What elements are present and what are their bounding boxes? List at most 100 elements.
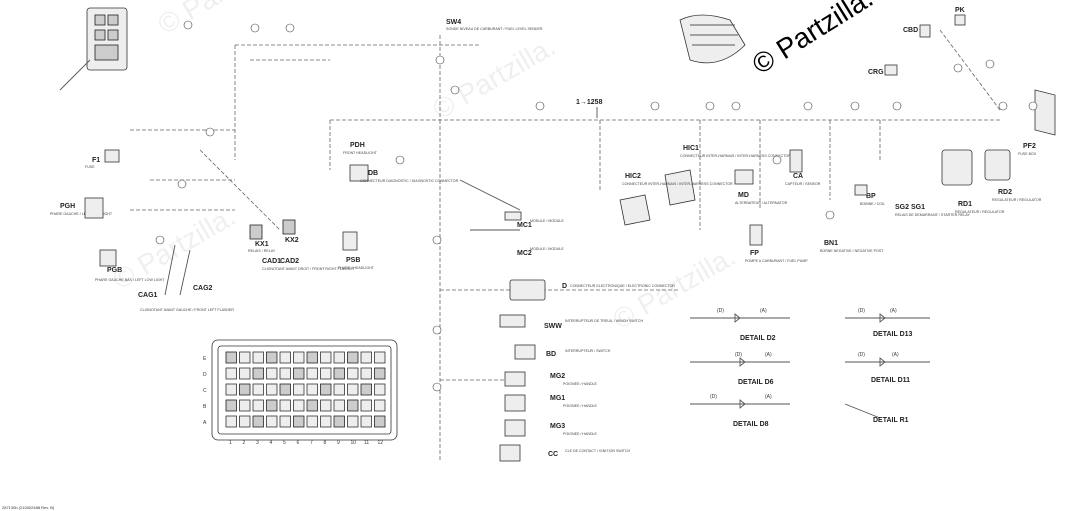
detail-d8-sub: (D) [710,394,717,400]
fuse-slot [239,351,251,364]
connector-mg2-desc: POIGNEE / HANDLE [563,382,598,386]
fuse-slot [360,383,372,396]
connector-ca-desc: CAPTEUR / SENSOR [785,182,821,186]
connector-f1-code: F1 [92,157,100,164]
main-wire-label: 1→1258 [576,99,603,106]
connector-mc2: MC2 MODULE / MODULE [517,247,564,257]
watermark-faint-1: © Partzilla. [153,0,286,40]
detail-d2: (D) (A) DETAIL D2 [690,308,790,342]
connector-pf2-desc: FUSE BOX [1018,152,1037,156]
detail-d11: (D) (A) DETAIL D11 [845,352,930,384]
fuse-slot [333,399,345,412]
connector-kx1-desc: RELAIS / RELAY [248,249,276,253]
fuse-slot [360,399,372,412]
fuse-slot [333,351,345,364]
detail-d13-arrow: (A) [890,308,897,314]
fuse-slot [252,383,264,396]
detail-d2-sub: (D) [717,308,724,314]
detail-d11-title: DETAIL D11 [871,377,910,384]
connector-fp-desc: POMPE A CARBURANT / FUEL PUMP [745,259,808,263]
detail-d8: (D) (A) DETAIL D8 [690,394,790,428]
fuse-slot [266,367,278,380]
connector-pdh: PDH FRONT HEADLIGHT [343,142,378,182]
fuse-slot [333,415,345,428]
connector-sww-desc: INTERRUPTEUR DE TREUIL / WINCH SWITCH [565,319,643,323]
connector-pf2-code: PF2 [1023,143,1036,150]
connector-kx1-code: KX1 [255,241,269,248]
fuse-slot [279,351,291,364]
watermark-partzilla: © Partzilla. [747,0,879,80]
connector-cc: CC CLE DE CONTACT / IGNITION SWITCH [499,444,631,462]
connector-mg2-code: MG2 [550,373,565,380]
fuse-slot [279,415,291,428]
fuse-slot [374,383,386,396]
fuse-slot [293,367,305,380]
fuse-slot [374,351,386,364]
connector-cad1-desc: CLIGNOTANT AVANT DROIT / FRONT RIGHT FLA… [262,267,355,271]
fuse-slot [239,399,251,412]
connector-pgb-desc: PHARE GAUCHE BAS / LEFT LOW LIGHT [95,278,165,282]
fuse-slot [266,351,278,364]
connector-md: MD ALTERNATEUR / ALTERNATOR [734,169,788,205]
fuse-slot [347,383,359,396]
fuse-slot [225,367,237,380]
fuse-slot [252,351,264,364]
connector-hic2-desc: CONNECTEUR INTER-HARNAIS / INTER-HARNESS… [622,182,733,186]
connector-md-code: MD [738,192,749,199]
fuse-row-label: A [203,420,207,426]
main-harness [130,29,1001,460]
connector-hic2: HIC2 CONNECTEUR INTER-HARNAIS / INTER-HA… [619,173,733,226]
fuse-slot [333,367,345,380]
connector-hic1-desc: CONNECTEUR INTER-HARNAIS / INTER-HARNESS… [680,154,791,158]
fuse-col-label: 12 [378,440,384,446]
fuse-col-label: 8 [324,440,327,446]
connector-bd-code: BD [546,351,556,358]
connector-fp: FP POMPE A CARBURANT / FUEL PUMP [745,224,808,263]
fuse-row-label: D [203,372,207,378]
fuse-slot [333,383,345,396]
fuse-slot [320,351,332,364]
connector-sw4-desc: SONDE NIVEAU DE CARBURANT / FUEL LEVEL S… [446,27,543,31]
connector-d: D CONNECTEUR ELECTRONIQUE / ELECTRONIC C… [509,279,675,301]
connector-bp-code: BP [866,193,876,200]
fuse-col-label: 3 [256,440,259,446]
fuse-col-label: 1 [229,440,232,446]
connector-kx2: KX2 [282,219,299,244]
fuse-slot [306,383,318,396]
detail-d6: (D) (A) DETAIL D6 [690,352,790,386]
connector-cag2-code: CAG2 [193,285,213,292]
connector-pf2: PF2 FUSE BOX [1018,89,1056,156]
detail-r1-title: DETAIL R1 [873,417,909,424]
connector-md-desc: ALTERNATEUR / ALTERNATOR [735,201,788,205]
connector-sg: SG2 SG1 RELAIS DE DEMARRAGE / STARTER RE… [895,204,970,217]
fuse-slot [239,367,251,380]
connector-cbd: CBD [903,24,931,38]
reference-bubbles [155,20,1038,392]
connector-pdh-code: PDH [350,142,365,149]
connector-mc2-code: MC2 [517,250,532,257]
connector-sg1-code: SG1 [911,204,925,211]
fuse-slot [320,383,332,396]
fuse-slot [266,415,278,428]
detail-d6-title: DETAIL D6 [738,379,774,386]
fuse-slot [320,367,332,380]
connector-mg3-desc: POIGNEE / HANDLE [563,432,598,436]
fuse-slot [347,415,359,428]
connector-mg1-desc: POIGNEE / HANDLE [563,404,598,408]
detail-d6-arrow: (A) [765,352,772,358]
connector-rd2-desc: REGULATEUR / REGULATOR [992,198,1042,202]
detail-d13: (D) (A) DETAIL D13 [845,308,930,338]
fuse-slot [320,415,332,428]
fuse-row-label: E [203,356,207,362]
fuse-slot [374,399,386,412]
fuse-slot [225,399,237,412]
connector-rd1-code: RD1 [958,201,972,208]
connector-cbd-code: CBD [903,27,918,34]
fuse-slot [306,415,318,428]
fuse-slot [252,399,264,412]
fuse-row-label: C [203,388,207,394]
fuse-slot [374,415,386,428]
connector-kx1: KX1 RELAIS / RELAY [248,224,276,253]
